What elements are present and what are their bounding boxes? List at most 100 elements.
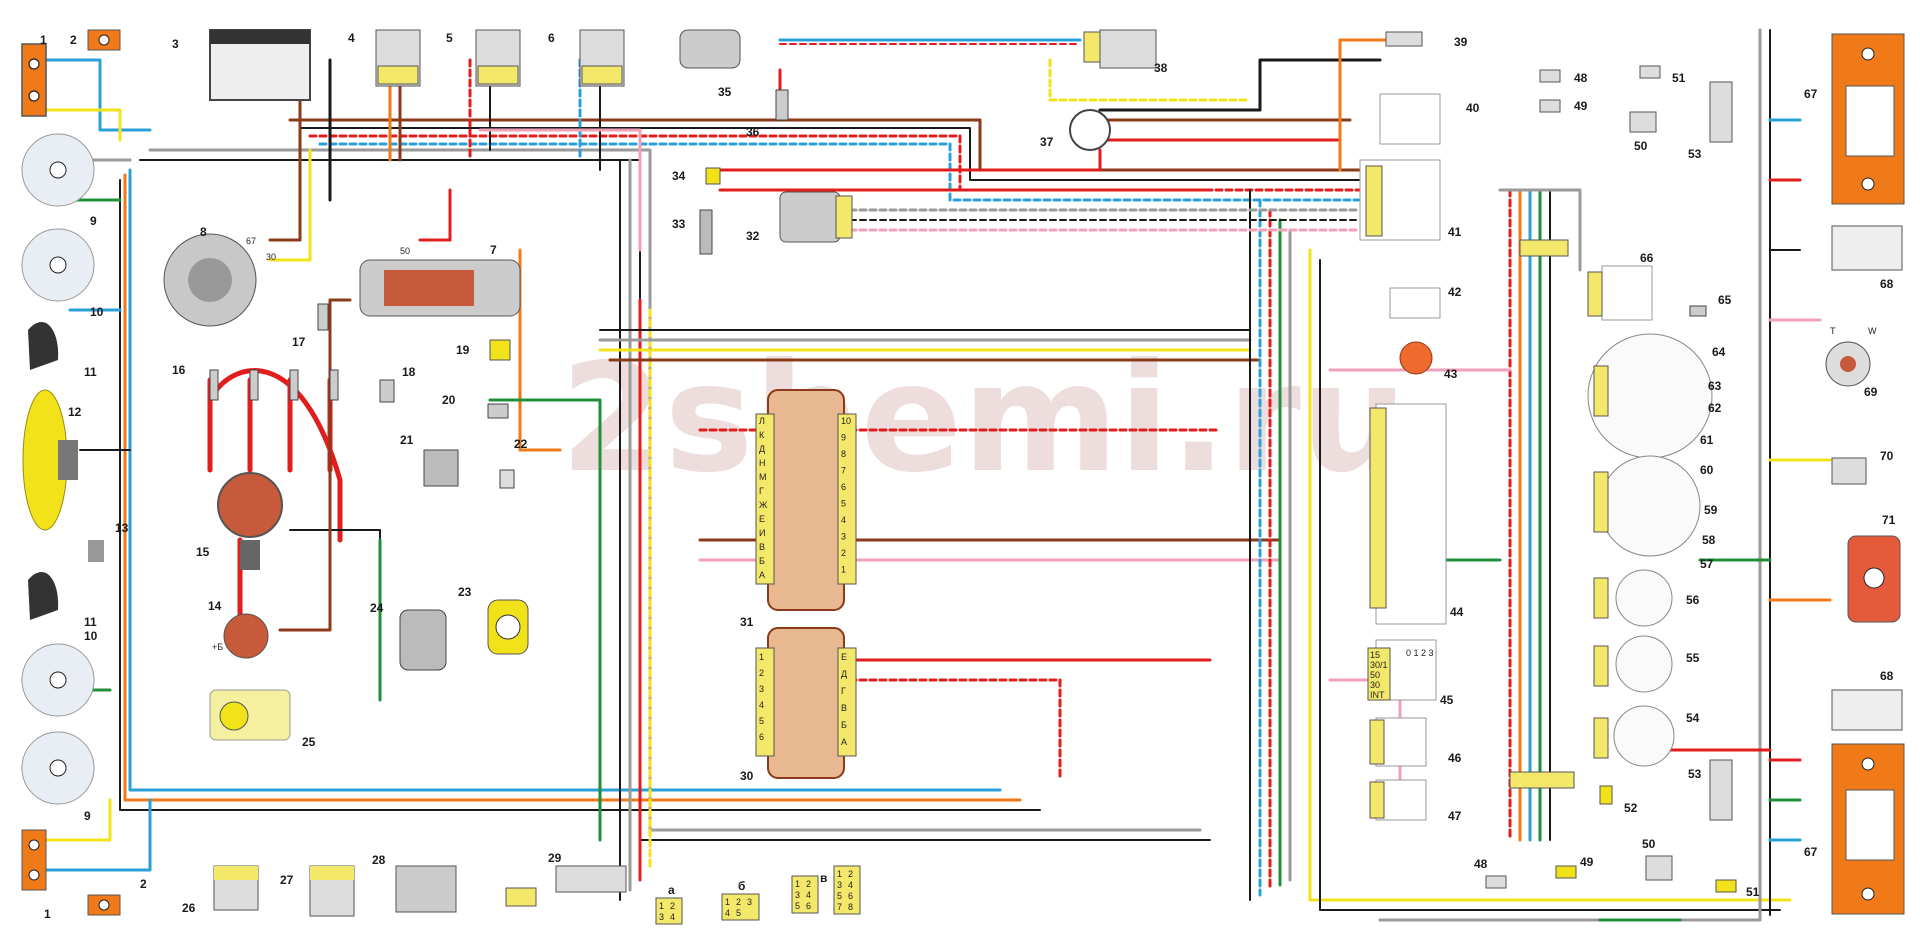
label-29: 29 (548, 851, 562, 865)
pin-label: 15 (1370, 650, 1380, 660)
pin-label: 5 (759, 716, 764, 726)
label-2-b: 2 (140, 877, 147, 891)
sender-66: 66 (1587, 251, 1654, 321)
legend-pin: 4 (670, 912, 675, 922)
legend-pin: 3 (837, 880, 842, 890)
pin-label: 6 (759, 732, 764, 742)
connector-legend: а б в (668, 871, 827, 897)
label-57: 57 (1700, 557, 1714, 571)
lamp-51-top: 51 (1639, 65, 1686, 85)
label-65: 65 (1718, 293, 1732, 307)
label-36: 36 (746, 125, 760, 139)
label-28: 28 (372, 853, 386, 867)
label-55: 55 (1686, 651, 1700, 665)
label-48-b: 48 (1474, 857, 1488, 871)
pin-label: 4 (759, 700, 764, 710)
label-4: 4 (348, 31, 355, 45)
label-26: 26 (182, 901, 196, 915)
label-66: 66 (1640, 251, 1654, 265)
label-25: 25 (302, 735, 316, 749)
switch-52: 52 (1599, 785, 1638, 815)
lamp-43: 43 (1399, 341, 1458, 381)
label-34: 34 (672, 169, 686, 183)
label-60: 60 (1700, 463, 1714, 477)
pin-label: 1 (841, 565, 846, 575)
label-23: 23 (458, 585, 472, 599)
lamp-48-bottom: 48 (1474, 857, 1507, 889)
label-59: 59 (1704, 503, 1718, 517)
label-3: 3 (172, 37, 179, 51)
ignition-positions: 0 1 2 3 (1406, 648, 1434, 658)
label-24: 24 (370, 601, 384, 615)
front-left-indicator-1: 1 (21, 33, 47, 117)
connector-block-top (1519, 239, 1569, 257)
label-8: 8 (200, 225, 207, 239)
sensor-22: 22 (499, 437, 528, 489)
gen-terminal-67: 67 (246, 236, 256, 246)
label-51: 51 (1672, 71, 1686, 85)
label-41: 41 (1448, 225, 1462, 239)
distributor-15: 15 (196, 472, 283, 570)
pin-label: 2 (841, 548, 846, 558)
legend-a: а (668, 883, 675, 897)
front-left-indicator-1b: 1 (21, 829, 51, 921)
fuel-sender-69: 69 W T (1825, 326, 1878, 399)
label-49-b: 49 (1580, 855, 1594, 869)
horn-11-bottom: 11 (28, 571, 97, 629)
label-53-b: 53 (1688, 767, 1702, 781)
pin-label: Д (759, 444, 765, 454)
regulator-28: 28 (372, 853, 457, 913)
label-37: 37 (1040, 135, 1054, 149)
pin-label: Г (759, 486, 764, 496)
lamp-51-bottom: 51 (1715, 879, 1760, 899)
legend-v: в (820, 871, 827, 885)
label-46: 46 (1448, 751, 1462, 765)
pin-label: 5 (841, 499, 846, 509)
fan-switch-13: 13 (88, 521, 129, 562)
pin-label: Б (759, 556, 765, 566)
sensor-36: 36 (746, 89, 789, 139)
ignition-switch-45: 45 0 1 2 3 (1367, 639, 1454, 707)
label-67-b: 67 (1804, 845, 1818, 859)
legend-pin: 5 (837, 891, 842, 901)
fuse-box-31: 31 (740, 389, 857, 629)
fan-motor-35: 35 (679, 29, 741, 99)
label-44: 44 (1450, 605, 1464, 619)
label-69: 69 (1864, 385, 1878, 399)
sensor-65: 65 (1689, 293, 1732, 317)
sensor-17: 17 (292, 303, 329, 349)
pin-label: 3 (841, 532, 846, 542)
legend-pin: 4 (848, 880, 853, 890)
label-52: 52 (1624, 801, 1638, 815)
relay-pins-yellow (377, 65, 623, 85)
switch-42: 42 (1389, 285, 1462, 319)
washer-25: 25 (209, 689, 316, 749)
label-14: 14 (208, 599, 222, 613)
label-62: 62 (1708, 401, 1722, 415)
sensor-33: 33 (672, 209, 713, 255)
gauge-54: 54 (1593, 705, 1700, 767)
hazard-relay-32: 32 (746, 191, 853, 243)
label-22: 22 (514, 437, 528, 451)
label-42: 42 (1448, 285, 1462, 299)
relay-26: 26 (182, 865, 259, 915)
coil-14: 14 +Б (208, 599, 269, 659)
headlamp-9-top: 9 (21, 133, 97, 228)
pin-label: 30/1 (1370, 660, 1388, 670)
fog-lamp-71: 71 (1847, 513, 1901, 623)
label-68-b: 68 (1880, 669, 1894, 683)
pin-label: Ж (759, 500, 768, 510)
connector-block-mid (1509, 771, 1575, 789)
label-20: 20 (442, 393, 456, 407)
gauge-56: 56 (1593, 569, 1700, 627)
starter-terminal-50: 50 (400, 246, 410, 256)
label-68: 68 (1880, 277, 1894, 291)
coil-terminal-b: +Б (212, 642, 223, 652)
label-70: 70 (1880, 449, 1894, 463)
wiper-motor-24: 24 (370, 601, 447, 671)
label-18: 18 (402, 365, 416, 379)
horn-11-top: 11 (28, 321, 97, 379)
